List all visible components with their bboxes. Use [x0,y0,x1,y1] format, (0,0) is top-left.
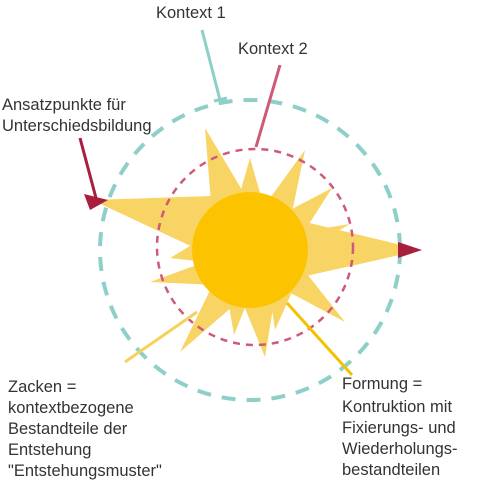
starting-points-label-line1: Ansatzpunkte für [2,96,126,114]
tip-right [398,242,422,258]
spikes-label-line1: Zacken = [8,378,76,396]
forming-label-line5: bestandteilen [342,461,440,479]
forming-leader [285,301,354,377]
context2-leader [254,64,282,148]
spike-top [238,158,262,200]
context2-label: Kontext 2 [238,40,308,58]
starting-points-leader [78,137,98,199]
spikes-label-line4: Entstehung [8,441,91,459]
spike-right-upper [300,224,350,250]
context1-label: Kontext 1 [156,4,226,22]
spike-bottom-mid [228,300,248,335]
spike-bottom [240,296,275,357]
spikes-leader [124,310,198,364]
tip-left [84,194,108,210]
forming-label-line1: Formung = [342,375,422,393]
spike-upper-left [205,128,248,215]
spikes-label-line2: kontextbezogene [8,399,134,417]
context2-circle [155,147,355,347]
forming-label-line2: Kontruktion mit [342,398,452,416]
spikes-label-line5: "Entstehungsmuster" [8,462,162,480]
starting-points-label-line2: Unterschiedsbildung [2,117,152,135]
context1-leader [200,29,222,101]
forming-label-line4: Wiederholungs- [342,440,458,458]
forming-label-line3: Fixierungs- und [342,419,456,437]
sun-core [192,192,308,308]
spikes-label-line3: Bestandteile der [8,420,128,438]
context1-leader-tick [213,96,228,103]
